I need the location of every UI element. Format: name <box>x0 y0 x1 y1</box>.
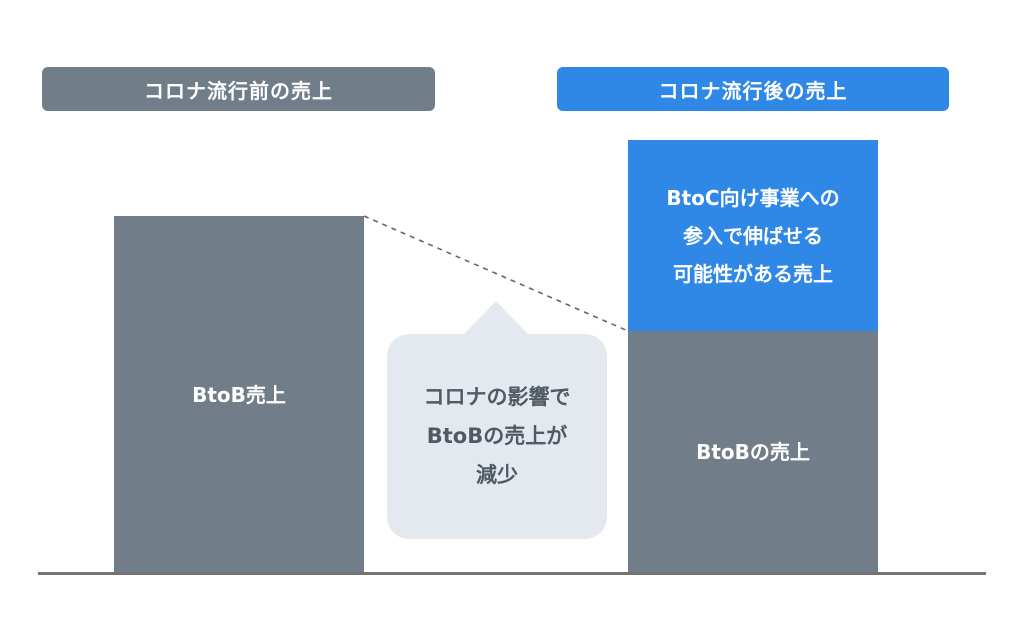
callout-line-1: コロナの影響で <box>423 385 571 410</box>
bar-before-btob: BtoB売上 <box>114 216 364 573</box>
bar-after-btob-label: BtoBの売上 <box>696 440 810 464</box>
callout-line-2: BtoBの売上が <box>426 424 568 449</box>
bar-after-btob: BtoBの売上 <box>628 331 878 573</box>
baseline <box>38 572 986 575</box>
callout-pointer <box>462 301 530 336</box>
decrease-dashed-line <box>363 215 629 332</box>
bar-after-btoc: BtoC向け事業への 参入で伸ばせる 可能性がある売上 <box>628 140 878 331</box>
bar-after-btoc-line-1: BtoC向け事業への <box>666 185 840 210</box>
bar-before-btob-label: BtoB売上 <box>192 382 286 407</box>
header-after-label: コロナ流行後の売上 <box>658 78 848 103</box>
bar-after-btoc-line-3: 可能性がある売上 <box>672 261 833 286</box>
header-after-covid: コロナ流行後の売上 <box>557 67 949 111</box>
header-before-label: コロナ流行前の売上 <box>144 78 333 103</box>
bar-after-btoc-line-2: 参入で伸ばせる <box>682 223 823 248</box>
callout-line-3: 減少 <box>476 462 518 487</box>
header-before-covid: コロナ流行前の売上 <box>42 67 435 111</box>
callout-bubble: コロナの影響で BtoBの売上が 減少 <box>387 334 607 539</box>
